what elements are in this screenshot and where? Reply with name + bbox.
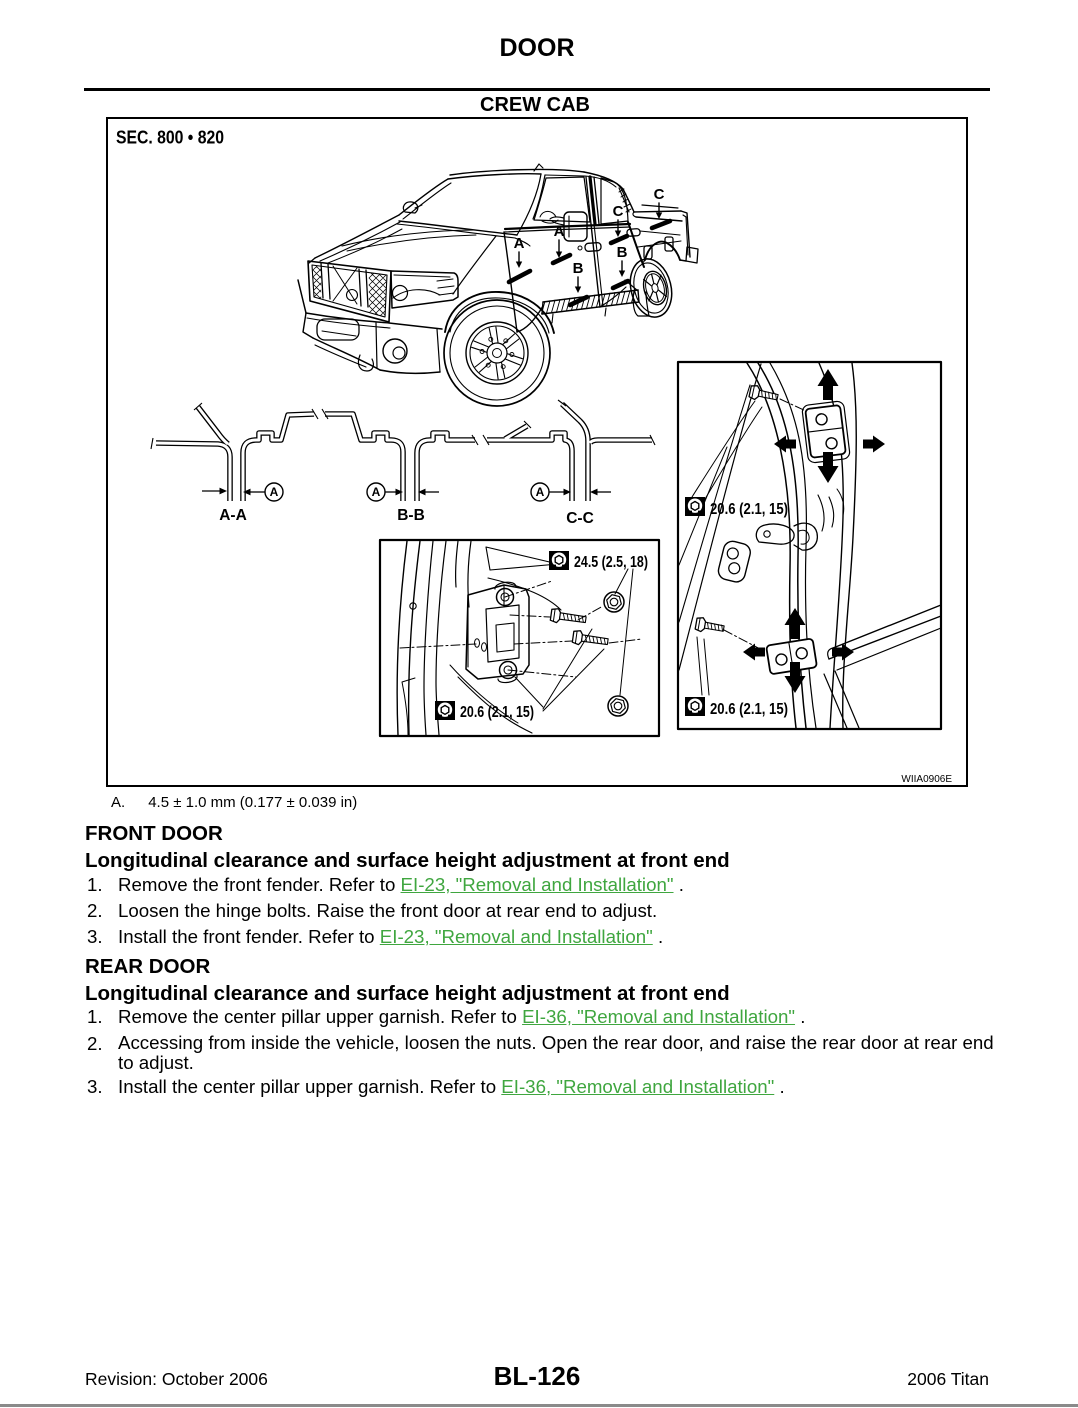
svg-text:20.6 (2.1, 15): 20.6 (2.1, 15) [710, 501, 788, 518]
svg-text:B: B [573, 260, 584, 277]
svg-text:B-B: B-B [397, 507, 425, 524]
svg-text:A: A [536, 485, 545, 499]
svg-text:C: C [654, 186, 665, 203]
svg-text:20.6 (2.1, 15): 20.6 (2.1, 15) [710, 701, 788, 718]
svg-text:SEC. 800 • 820: SEC. 800 • 820 [116, 128, 224, 148]
svg-text:A: A [372, 485, 381, 499]
svg-text:A: A [270, 485, 279, 499]
svg-text:C-C: C-C [566, 510, 594, 527]
svg-text:A: A [514, 235, 525, 252]
svg-text:A-A: A-A [219, 507, 247, 524]
svg-text:20.6 (2.1, 15): 20.6 (2.1, 15) [460, 704, 534, 721]
svg-text:B: B [617, 244, 628, 261]
svg-text:A: A [554, 223, 565, 240]
svg-text:WIIA0906E: WIIA0906E [901, 774, 952, 785]
svg-text:C: C [613, 203, 624, 220]
svg-text:24.5 (2.5, 18): 24.5 (2.5, 18) [574, 554, 648, 571]
